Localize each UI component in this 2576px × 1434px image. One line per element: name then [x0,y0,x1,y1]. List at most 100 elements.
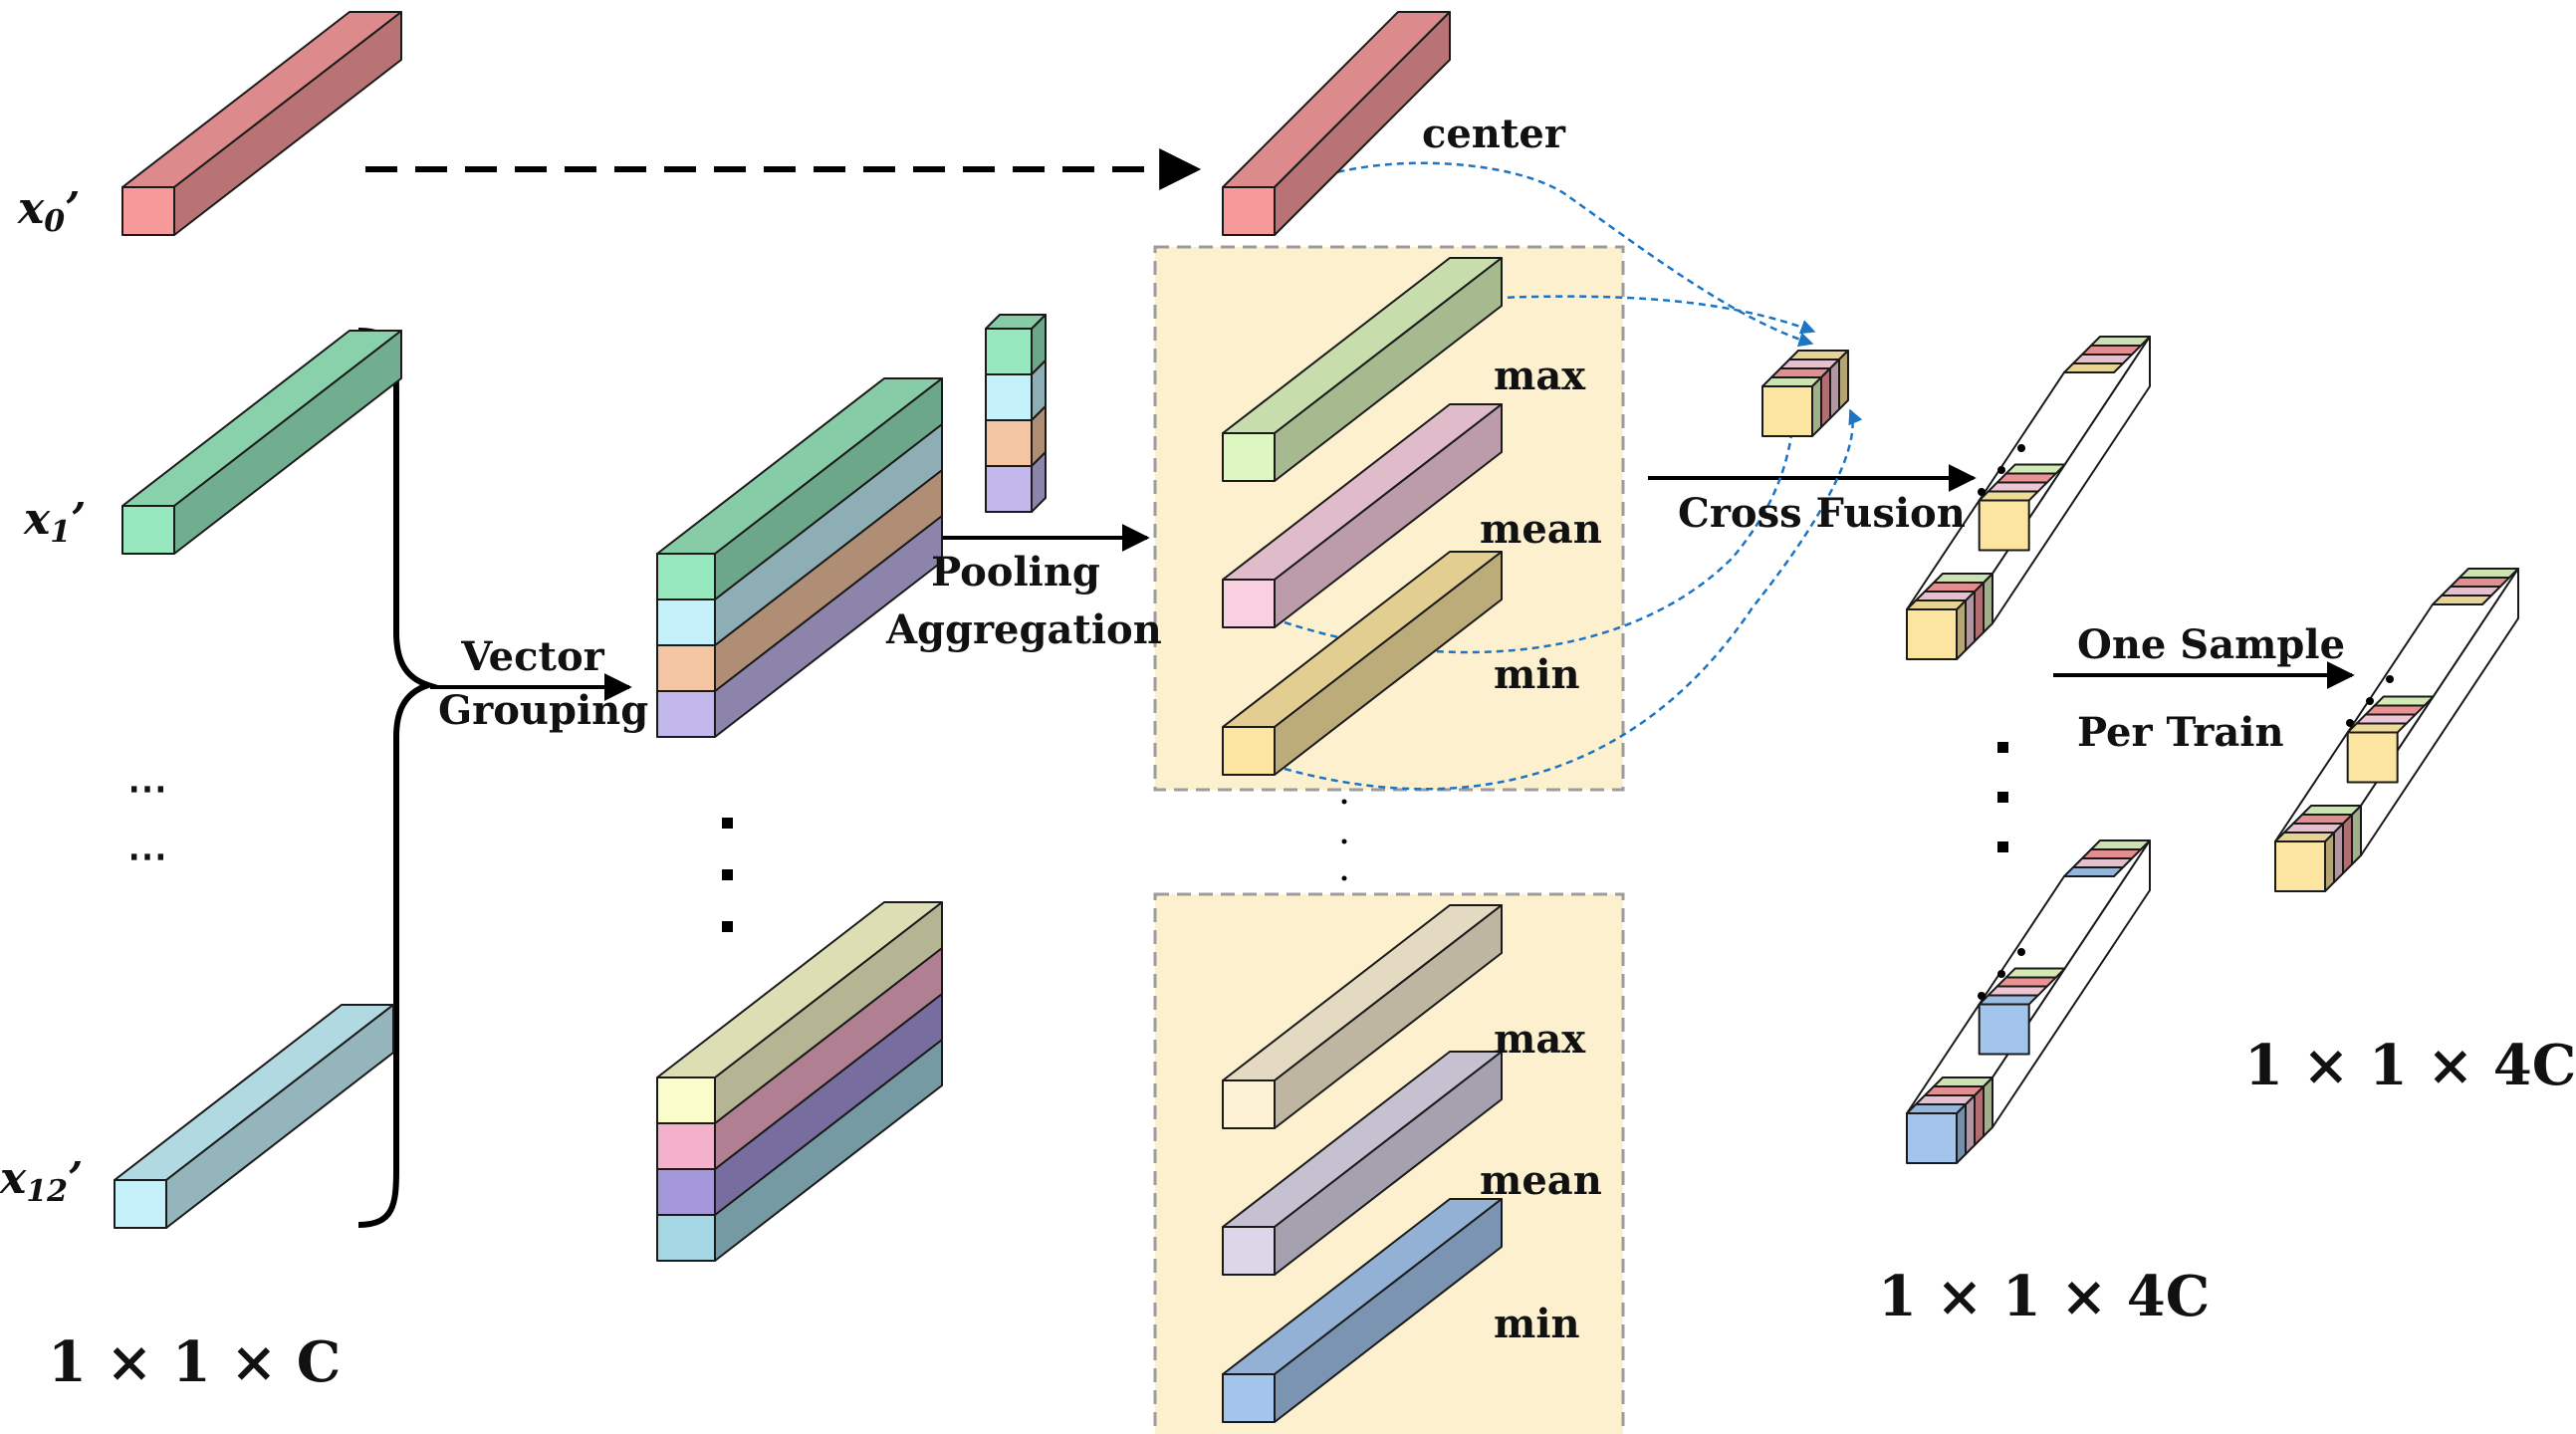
top-max-vector-front [1222,432,1276,482]
fused-cube-slab-2-side [1820,367,1831,428]
fused-dimension-label: 1 × 1 × 4C [1878,1264,2211,1329]
bar-dot-2 [2017,444,2025,452]
bottom-max-label: max [1494,1016,1586,1063]
fused-cube-slab-1-side [1829,358,1840,419]
fused-sample-top-far-1 [2072,354,2133,364]
final-sample-far-1 [2441,586,2501,597]
top-mean-vector [1222,403,1503,628]
bar-dot-8 [2386,675,2394,683]
fused-sample-bottom-mid-1 [1987,985,2048,997]
top-max-vector [1222,257,1503,482]
fused-sample-top-near-3-top [1933,573,1993,584]
bar-dot-4 [1997,970,2005,978]
top-max-label: max [1494,353,1586,399]
final-sample-far-2 [2450,577,2510,588]
vector-x0 [121,11,402,236]
bar-dot-5 [2017,948,2025,956]
one-sample-label: One Sample [2077,621,2346,668]
bar-dot-1 [1997,466,2005,474]
final-sample-near-2-top [2292,814,2353,825]
grouped-stack-bottom-layer-1-front [656,1122,716,1170]
fused-sample-top-near-2-top [1924,582,1985,593]
grouped-stack-top-layer-1-front [656,598,716,646]
grouped-stack-bottom-layer-0-front [656,1076,716,1124]
input-ellipsis-1: ⋯ [127,765,167,812]
bottom-max-vector [1222,904,1503,1129]
fused-sample-top-far-2 [2081,345,2142,356]
final-sample-mid-3 [2373,695,2435,707]
bottom-mean-label: mean [1480,1157,1602,1204]
final-sample-far-0 [2432,595,2492,605]
input-label-x0: x0’ [18,183,81,239]
fused-sample-top-near-0-top [1906,599,1967,610]
vector-x1-front [121,505,175,555]
fused-sample-bottom-near-1-top [1915,1094,1976,1105]
fused-sample-bottom-far-3 [2090,839,2151,850]
bar-dot-6 [2346,719,2354,727]
grouped-stack-top [656,377,943,738]
fused-sample-bottom-mid-front [1978,1003,2030,1056]
pooled-column-cell-3-front [985,465,1033,513]
fused-sample-top-mid-3 [2004,463,2066,475]
fused-sample-bottom-mid-0 [1978,994,2039,1006]
vertical-ellipsis-panels [1341,799,1347,881]
vector-x1 [121,330,402,555]
final-sample-near-3-top [2301,805,2362,816]
bottom-min-label: min [1494,1301,1580,1347]
per-train-label: Per Train [2077,709,2284,756]
top-mean-label: mean [1480,506,1602,553]
fused-sample-bottom-near-2-top [1924,1085,1985,1096]
bar-ellipsis-dots [1978,444,2394,1000]
bar-dot-3 [1978,992,1986,1000]
fused-sample-top-mid-front [1978,499,2030,552]
fused-sample-bottom-mid-2 [1995,976,2057,988]
fused-cube-slab-0-side [1838,350,1849,410]
fused-sample-bottom-far-2 [2081,848,2142,859]
curve-center [1291,161,1814,348]
center-vector-front [1222,186,1276,236]
fused-sample-bottom-near-3-top [1933,1076,1993,1087]
vector-x0-front [121,186,175,236]
input-ellipsis-2: ⋯ [127,833,167,879]
grouping-brace [357,328,438,1228]
fused-sample-top [1906,336,2151,660]
center-label: center [1422,111,1565,157]
bar-dot-0 [1978,488,1986,496]
cross-fusion-label: Cross Fusion [1678,490,1966,537]
fused-sample-bottom [1906,839,2151,1164]
fused-cube-front [1761,385,1813,437]
fused-sample-top-mid-1 [1987,481,2048,493]
top-min-label: min [1494,651,1580,698]
vector-x12-front [114,1179,167,1229]
bottom-min-vector-front [1222,1373,1276,1423]
fused-cube [1761,350,1849,437]
final-dimension-label: 1 × 1 × 4C [2244,1033,2576,1098]
pooled-column-cell-1-front [985,373,1033,421]
final-sample-mid-front [2346,731,2399,784]
grouped-stack-bottom-layer-2-front [656,1168,716,1216]
fused-sample-top-mid-0 [1978,490,2039,502]
final-sample-near-1-top [2283,823,2344,834]
fused-sample-top-near-1-top [1915,591,1976,601]
bottom-max-vector-front [1222,1079,1276,1129]
top-mean-vector-front [1222,579,1276,628]
pooled-column [985,314,1047,513]
bottom-mean-vector [1222,1051,1503,1276]
final-sample-mid-2 [2364,704,2426,716]
top-min-vector [1222,551,1503,776]
grouped-stack-bottom-layer-3-front [656,1214,716,1262]
bottom-mean-vector-front [1222,1226,1276,1276]
fused-sample-top-mid-2 [1995,472,2057,484]
fused-cube-slab-3-side [1811,376,1822,437]
fused-sample-bottom-far-1 [2072,857,2133,868]
fused-sample-bottom-far-0 [2063,866,2124,877]
fused-sample-bottom-near-0-top [1906,1103,1967,1114]
grouped-stack-top-layer-3-front [656,690,716,738]
fused-sample-top-far-3 [2090,336,2151,347]
fused-sample-bottom-mid-3 [2004,967,2066,979]
grouped-stack-top-layer-0-front [656,553,716,600]
center-vector [1222,11,1451,236]
bottom-min-vector [1222,1198,1503,1423]
pooling-aggregation-label: Pooling Aggregation [886,549,1162,653]
final-sample-mid-1 [2355,713,2417,725]
